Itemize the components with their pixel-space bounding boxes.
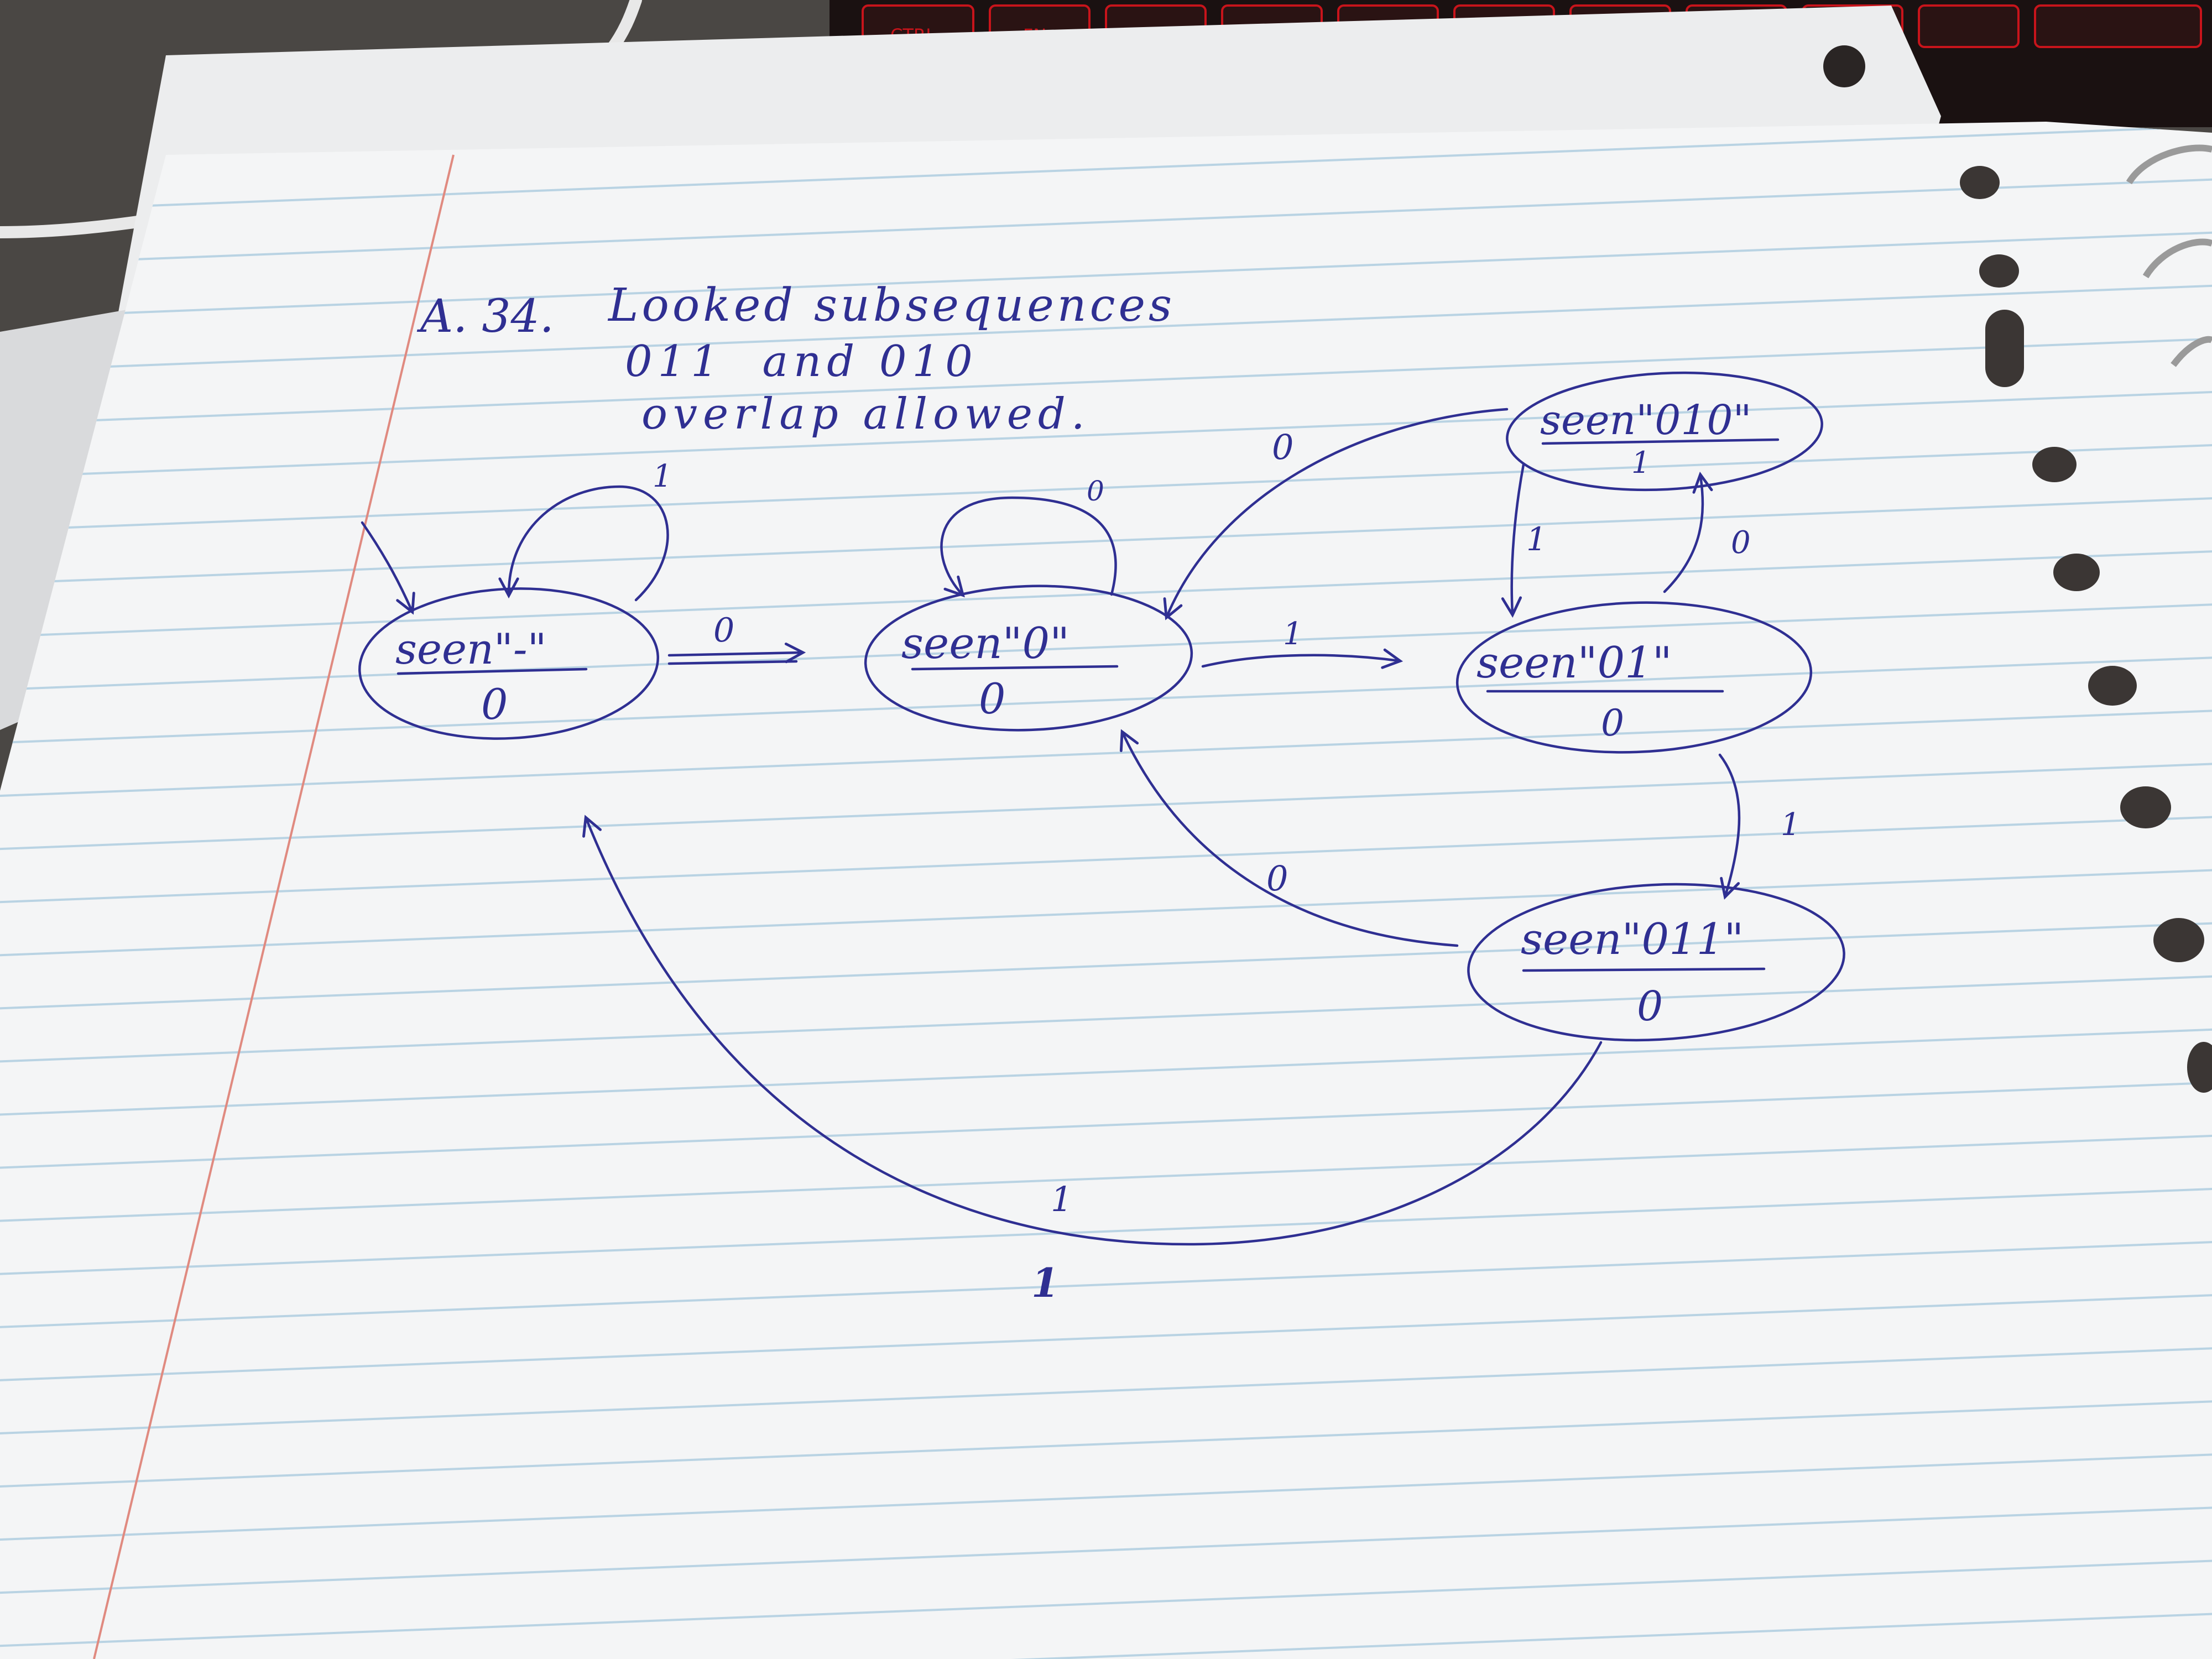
transition-s011-to-start: 1 [582,815,1603,1246]
transition-s0-self: 0 [940,475,1117,598]
state-s011-output: 0 [1637,983,1663,1030]
transition-s01-to-s010-label: 0 [1731,525,1751,561]
back-sheet-punch-hole [1823,45,1865,87]
transition-s0-to-s01: 1 [1201,616,1404,669]
transition-s011-to-s0-label: 0 [1266,858,1288,899]
state-s0: seen"0" 0 [864,585,1193,732]
transition-start-self-label: 1 [653,458,672,494]
problem-header: A. 34. Looked subsequences 011 and 010 o… [416,279,1175,439]
margin-line [93,154,455,1659]
state-s0-label: seen"0" [901,619,1070,669]
transition-s010-to-s0-label: 0 [1272,427,1293,467]
transition-start-to-s0-label: 0 [713,611,734,650]
state-s011: seen"011" 0 [1467,883,1845,1042]
transition-s011-to-s0: 0 [1119,729,1459,947]
state-s01-output: 0 [1601,702,1624,744]
header-title-line3: overlap allowed. [641,389,1091,439]
state-s010-output: 1 [1631,445,1650,480]
transition-s01-to-s010: 0 [1663,471,1751,593]
state-start-label: seen"-" [395,624,547,674]
transition-start-to-s0: 0 [667,611,806,665]
header-title-line1: Looked subsequences [607,279,1175,332]
start-arrow [361,521,415,615]
transition-s01-to-s011: 1 [1718,753,1801,900]
state-s010-label: seen"010" [1540,397,1752,444]
transition-s010-to-s01: 1 [1501,463,1547,618]
state-start-output: 0 [481,680,508,729]
transition-start-self: 1 [498,458,672,602]
state-s01: seen"01" 0 [1455,601,1813,754]
left-paper-fragment [0,310,127,730]
state-s0-output: 0 [979,674,1005,723]
stray-scribble-mark: 1 [1031,1259,1059,1306]
transition-s010-to-s0: 0 [1163,408,1509,620]
punch-holes [1960,166,2212,1093]
transition-s011-to-start-label: 1 [1051,1179,1072,1219]
problem-number: A. 34. [416,290,554,343]
state-s010: seen"010" 1 [1506,371,1823,492]
header-title-line2: 011 and 010 [625,337,978,387]
state-s01-label: seen"01" [1477,638,1672,688]
transition-s0-to-s01-label: 1 [1283,616,1303,652]
state-s011-label: seen"011" [1521,915,1744,964]
transition-s010-to-s01-label: 1 [1526,520,1547,558]
transition-s0-self-label: 0 [1087,475,1104,507]
transition-s01-to-s011-label: 1 [1781,807,1801,843]
ruled-lines [0,122,2212,1659]
spiral-binding [2126,144,2212,367]
